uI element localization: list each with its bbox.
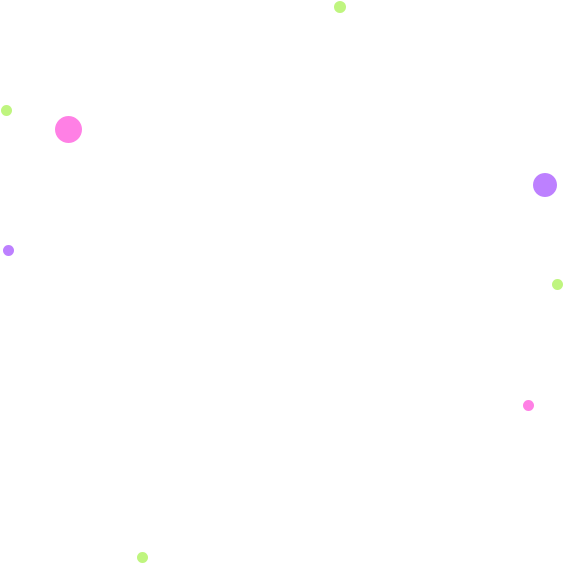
green-dot-bottom	[137, 552, 148, 563]
green-dot-top	[334, 1, 346, 13]
purple-dot-large	[533, 173, 557, 197]
green-dot-right	[552, 279, 563, 290]
green-dot-left-upper	[1, 105, 12, 116]
pink-dot-large	[55, 116, 82, 143]
purple-dot-small	[3, 245, 14, 256]
pink-dot-small	[523, 400, 534, 411]
